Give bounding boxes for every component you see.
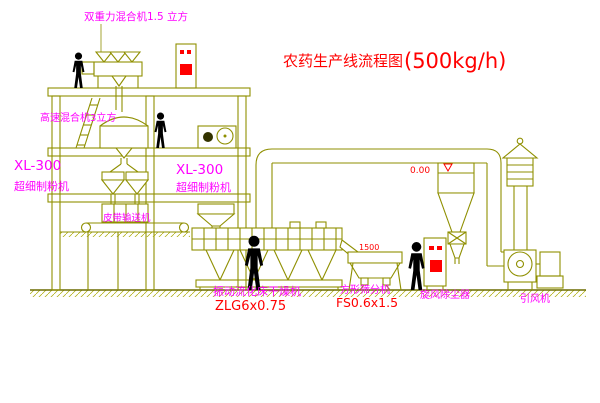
elevation-mark-icon: [443, 163, 453, 173]
label-mill-center-model: XL-300: [176, 162, 223, 178]
pulley-icon: [203, 132, 213, 142]
label-sieve-name: 方形筛分机: [340, 283, 390, 296]
label-top-mixer: 双重力混合机1.5 立方: [84, 10, 188, 23]
control-cabinet-bottom: [423, 237, 447, 290]
label-sieve-model: FS0.6x1.5: [336, 295, 398, 310]
label-fan: 引风机: [520, 292, 550, 305]
label-dryer-name: 振动流化床干燥机: [213, 284, 301, 298]
worker-figure: [408, 242, 425, 290]
label-mill-center-name: 超细制粉机: [176, 180, 231, 194]
diagram-title-capacity: (500kg/h): [404, 49, 506, 73]
label-dryer-model: ZLG6x0.75: [215, 299, 286, 314]
exhaust-stack: [501, 137, 539, 250]
cyclone-separator: [437, 162, 475, 264]
support-column: [51, 95, 61, 291]
discharge-hopper: [196, 203, 236, 228]
label-mill-left-model: XL-300: [14, 158, 61, 174]
mixer-motor: [81, 61, 95, 75]
platform-floor: [60, 231, 190, 290]
top-gravity-mixer: [81, 51, 143, 112]
mill-xl300: [101, 203, 149, 223]
floor-slab: [47, 193, 251, 203]
belt-conveyor: [80, 222, 190, 233]
mill-drive-unit: [197, 125, 237, 149]
induced-draft-fan: [503, 249, 564, 290]
ladder: [75, 97, 101, 149]
label-sieve-dimension: 1500: [359, 243, 379, 252]
control-cabinet-top: [175, 43, 197, 89]
dryer-springs: [195, 249, 343, 290]
label-high-speed-mixer: 高速混合机3立方: [40, 111, 116, 124]
square-sieve: [347, 251, 403, 291]
worker-figure: [72, 52, 85, 88]
fan-motor: [539, 251, 561, 277]
worker-figure: [154, 112, 167, 148]
high-speed-mixer: [99, 116, 149, 173]
floor-slab: [47, 147, 251, 157]
diagram-title: 农药生产线流程图: [283, 52, 403, 70]
splitter-hoppers: [100, 171, 150, 204]
label-cyclone: 旋风除尘器: [420, 288, 470, 301]
label-belt-conveyor: 皮带输送机: [103, 212, 151, 224]
support-column: [145, 95, 155, 291]
floor-slab: [47, 87, 251, 97]
ground-line: [30, 289, 586, 297]
label-mill-left-name: 超细制粉机: [14, 179, 69, 193]
support-column: [237, 95, 247, 291]
fluid-bed-dryer: [191, 221, 359, 290]
label-cyclone-elevation: 0.00: [410, 166, 430, 176]
